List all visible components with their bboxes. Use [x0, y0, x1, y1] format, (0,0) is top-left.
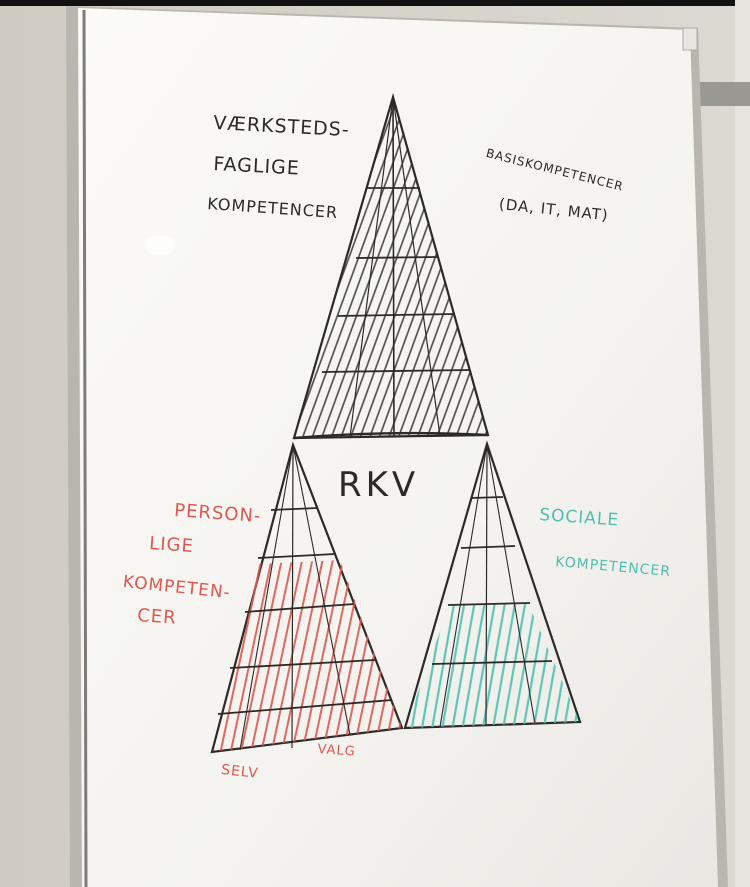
label-lige: LIGE — [148, 533, 195, 558]
left-pyramid — [210, 441, 404, 754]
wall-rail — [700, 82, 750, 106]
right-pyramid — [403, 440, 582, 730]
label-rkv: RKV — [338, 465, 420, 505]
label-valg: VALG — [316, 742, 357, 760]
label-cer: CER — [136, 605, 178, 629]
label-faglige: FAGLIGE — [212, 153, 301, 180]
top-pyramid — [292, 92, 490, 440]
